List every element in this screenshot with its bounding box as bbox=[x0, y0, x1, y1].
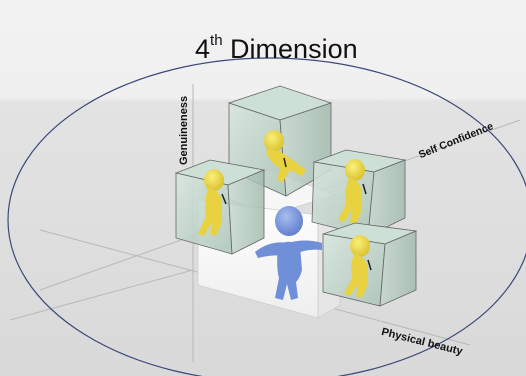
yellow-figure-top-head bbox=[264, 130, 284, 152]
title-prefix: 4 bbox=[195, 34, 211, 64]
yellow-figure-left-tie bbox=[221, 193, 227, 205]
yellow-figure-top-tie bbox=[283, 157, 287, 168]
cube-right-middle-side bbox=[367, 159, 406, 237]
diagram-title: 4th Dimension bbox=[195, 32, 358, 65]
back-axis-line bbox=[9, 269, 194, 321]
yellow-figure-bottom-right-tie bbox=[367, 259, 372, 271]
yellow-figure-bottom-right-body bbox=[344, 254, 368, 298]
yellow-figure-left-body bbox=[198, 188, 222, 236]
blue-figure-body bbox=[275, 241, 302, 300]
yellow-figure-left-head bbox=[204, 169, 224, 191]
yellow-figure-bottom-right bbox=[344, 235, 372, 298]
cube-left-side bbox=[227, 169, 265, 255]
dimension-ellipse bbox=[7, 57, 526, 376]
cube-bottom-right-side bbox=[379, 230, 417, 307]
axis-label-genuineness: Genuineness bbox=[178, 95, 190, 165]
cube-bottom-right bbox=[322, 222, 418, 307]
blue-figure bbox=[255, 206, 322, 300]
title-superscript: th bbox=[210, 32, 223, 49]
yellow-figure-bottom-right-head bbox=[350, 235, 370, 257]
cube-left bbox=[174, 159, 266, 255]
yellow-figure-right-middle-head bbox=[345, 159, 365, 181]
yellow-figure-right-middle bbox=[338, 159, 367, 224]
title-suffix: Dimension bbox=[222, 34, 358, 64]
cube-left-front bbox=[175, 172, 233, 255]
yellow-figure-top bbox=[264, 130, 306, 182]
yellow-figure-right-middle-body bbox=[338, 178, 362, 224]
cube-right-middle bbox=[311, 149, 407, 237]
yellow-figure-left bbox=[198, 169, 227, 236]
blue-figure-head bbox=[275, 206, 303, 236]
yellow-figure-right-middle-tie bbox=[362, 183, 367, 195]
